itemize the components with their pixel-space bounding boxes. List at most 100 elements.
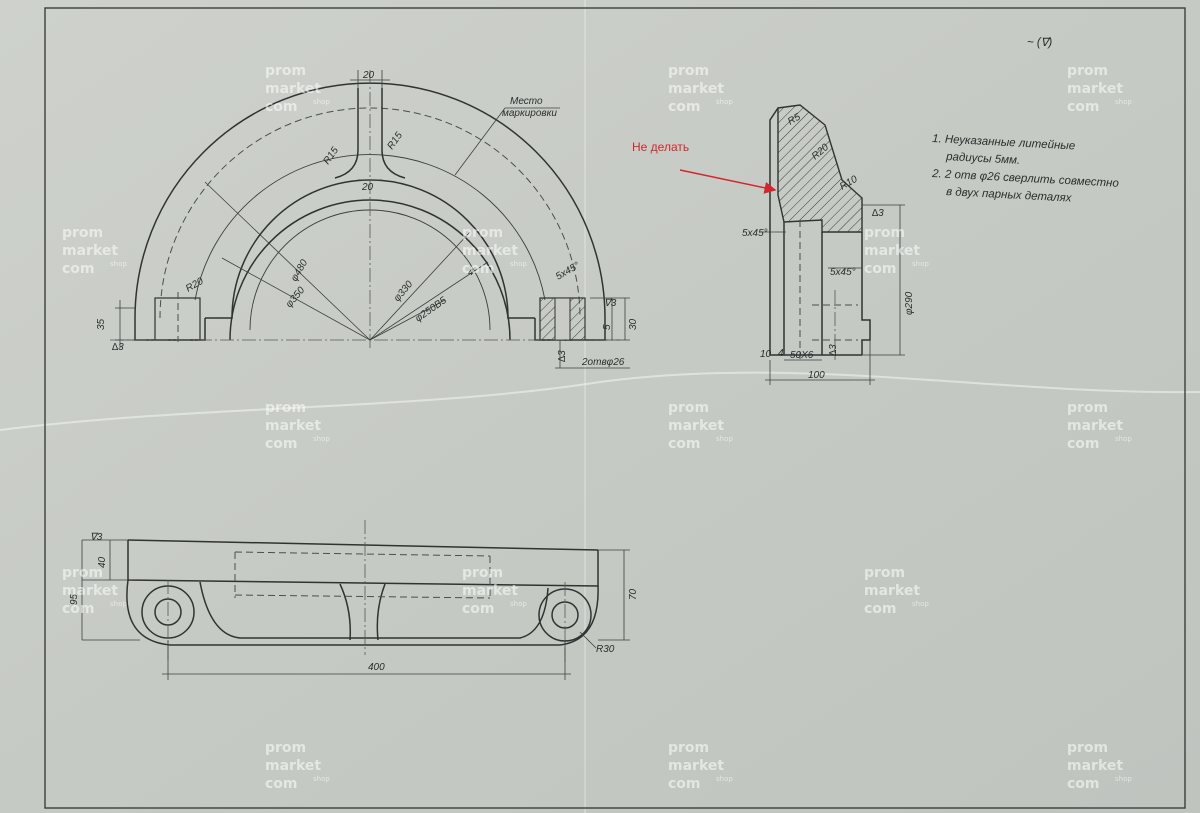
section-d3: ∆3 <box>872 208 884 219</box>
surface-mark-right: ∇3 <box>604 298 617 309</box>
watermark-line: com <box>864 601 897 617</box>
watermark-line: market <box>668 81 724 97</box>
watermark-layer: prom market com shop prom market com shop prom ma… <box>62 63 1132 792</box>
note-line-2: радиусы 5мм. <box>945 151 1021 167</box>
watermark-line: prom <box>462 225 503 241</box>
watermark-suffix: shop <box>1115 98 1132 106</box>
surface-mark-bottom: ∆3 <box>557 350 568 362</box>
watermark-suffix: shop <box>110 600 127 608</box>
watermark-line: com <box>265 436 298 452</box>
dim-rib-width: 20 <box>361 182 374 193</box>
watermark-suffix: shop <box>912 260 929 268</box>
watermark-suffix: shop <box>510 260 527 268</box>
section-dim-4: 4 <box>778 348 784 359</box>
watermark-line: com <box>1067 776 1100 792</box>
watermark: prom market com shop <box>62 225 127 277</box>
front-radius-r30: R30 <box>596 644 615 655</box>
watermark-line: market <box>1067 418 1123 434</box>
dim-small-4: 4 <box>468 267 474 278</box>
watermark-line: com <box>1067 99 1100 115</box>
watermark-line: prom <box>668 400 709 416</box>
paper-fold <box>0 371 1200 431</box>
pitch-circle <box>159 107 581 319</box>
watermark: prom market com shop <box>864 225 929 277</box>
watermark-line: market <box>1067 758 1123 774</box>
section-surface-mark: ∆3 <box>828 344 839 356</box>
watermark-line: market <box>864 583 920 599</box>
watermark-suffix: shop <box>716 98 733 106</box>
watermark-line: com <box>668 99 701 115</box>
section-dim-50: 50Х6 <box>790 350 814 361</box>
watermark-line: prom <box>1067 63 1108 79</box>
dim-height-35: 35 <box>96 318 107 330</box>
watermark-line: prom <box>864 225 905 241</box>
watermark-line: com <box>462 261 495 277</box>
front-dim-70: 70 <box>628 588 639 600</box>
watermark-line: market <box>265 758 321 774</box>
front-outline-top <box>127 539 599 551</box>
watermark-line: prom <box>462 565 503 581</box>
section-chamfer-right: 5x45° <box>830 267 856 278</box>
watermark-line: com <box>668 436 701 452</box>
watermark-line: prom <box>62 225 103 241</box>
watermark-suffix: shop <box>110 260 127 268</box>
watermark-suffix: shop <box>716 775 733 783</box>
watermark-suffix: shop <box>510 600 527 608</box>
section-dim-100: 100 <box>808 370 825 381</box>
watermark-suffix: shop <box>313 435 330 443</box>
surface-mark-left: ∆3 <box>112 342 124 353</box>
watermark-line: market <box>265 81 321 97</box>
watermark-line: market <box>62 243 118 259</box>
watermark: prom market com shop <box>1067 63 1132 115</box>
watermark-line: com <box>462 601 495 617</box>
red-annotation-arrow <box>679 169 777 194</box>
marking-place-label: Место <box>510 96 543 107</box>
watermark-line: prom <box>265 400 306 416</box>
section-chamfer-left: 5x45° <box>742 228 768 239</box>
section-dim-10: 10 <box>760 349 772 360</box>
watermark-line: prom <box>265 740 306 756</box>
watermark-line: market <box>265 418 321 434</box>
dim-top-width: 20 <box>362 70 375 81</box>
watermark-line: com <box>668 776 701 792</box>
front-dim-95: 95 <box>69 593 80 605</box>
front-dim-400: 400 <box>368 662 385 673</box>
front-view: ∇3 40 95 70 400 R30 <box>69 520 639 680</box>
watermark-line: com <box>265 99 298 115</box>
watermark-suffix: shop <box>716 435 733 443</box>
watermark-suffix: shop <box>1115 435 1132 443</box>
inner-contour <box>229 199 511 341</box>
holes-callout: 2отвφ26 <box>581 357 625 368</box>
center-rib <box>334 88 359 179</box>
watermark-suffix: shop <box>912 600 929 608</box>
watermark-line: com <box>62 261 95 277</box>
watermark: prom market com shop <box>265 400 330 452</box>
watermark-line: com <box>62 601 95 617</box>
watermark-line: com <box>265 776 298 792</box>
watermark-line: prom <box>265 63 306 79</box>
red-annotation-text: Не делать <box>632 140 689 154</box>
watermark-line: com <box>864 261 897 277</box>
watermark-suffix: shop <box>1115 775 1132 783</box>
marking-place-label-2: маркировки <box>502 108 557 119</box>
watermark-line: market <box>864 243 920 259</box>
watermark-line: market <box>668 758 724 774</box>
front-surface-mark: ∇3 <box>90 532 103 543</box>
watermark-line: market <box>1067 81 1123 97</box>
corner-roughness-mark: ~ (∇) <box>1027 37 1052 49</box>
dim-5: 5 <box>602 324 613 330</box>
watermark: prom market com shop <box>1067 740 1132 792</box>
section-view: R5 R20 R10 ∆3 5x45° 5x45° φ290 10 4 50Х6… <box>742 104 915 385</box>
watermark-line: prom <box>1067 740 1108 756</box>
